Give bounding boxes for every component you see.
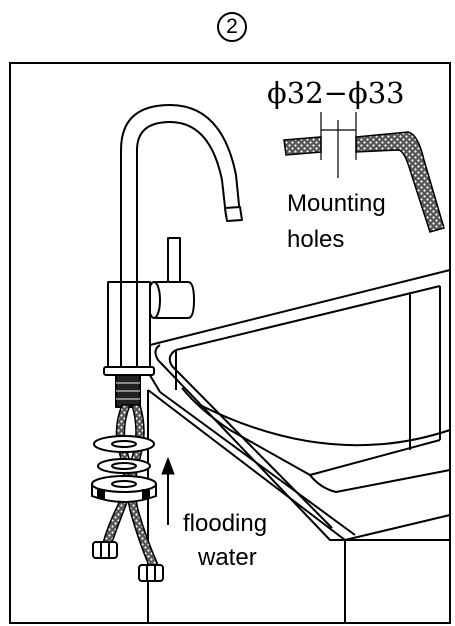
mounting-label-line1: Mounting [287, 190, 386, 217]
flooding-label-line1: flooding [183, 510, 268, 537]
sink [147, 269, 451, 622]
mounting-label-line2: holes [287, 226, 345, 253]
mounting-hole-detail [283, 112, 445, 233]
step-number-badge: 2 [217, 12, 247, 42]
flooding-label-line2: water [198, 544, 257, 571]
hole-diameter-label: ϕ32−ϕ33 [267, 76, 405, 110]
faucet [103, 104, 243, 408]
mounting-washers [91, 435, 157, 503]
frame [9, 62, 451, 624]
arrow-up-icon [161, 456, 175, 525]
hose-end-nuts [92, 541, 164, 582]
